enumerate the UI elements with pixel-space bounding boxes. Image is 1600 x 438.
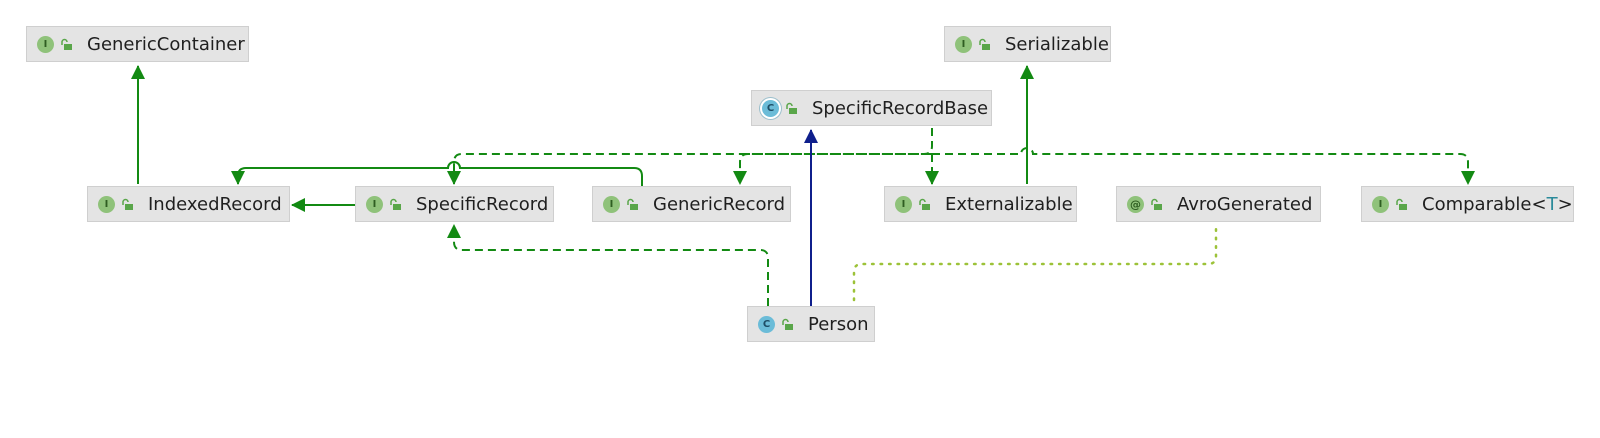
node-comparable[interactable]: I Comparable<T> — [1361, 186, 1574, 222]
node-serializable[interactable]: I Serializable — [944, 26, 1111, 62]
interface-icon: I — [895, 195, 912, 213]
public-lock-icon — [122, 198, 133, 210]
public-lock-icon — [782, 318, 793, 330]
node-label: Comparable<T> — [1422, 194, 1573, 215]
node-generic-container[interactable]: I GenericContainer — [26, 26, 249, 62]
public-lock-icon — [786, 102, 797, 114]
type-parameter: T — [1546, 193, 1558, 215]
node-label: Externalizable — [945, 193, 1073, 215]
class-name: Comparable — [1422, 193, 1532, 215]
edge-specificrecordbase-specificrecord — [447, 128, 933, 185]
node-label: SpecificRecordBase — [812, 97, 989, 119]
node-label: Person — [808, 313, 869, 335]
interface-icon: I — [603, 195, 620, 213]
node-label: GenericRecord — [653, 193, 785, 215]
public-lock-icon — [627, 198, 638, 210]
edge-genericrecord-indexedrecord — [231, 161, 643, 186]
node-generic-record[interactable]: I GenericRecord — [592, 186, 791, 222]
edge-specificrecordbase-comparable — [932, 147, 1475, 185]
node-specific-record-base[interactable]: C SpecificRecordBase — [751, 90, 992, 126]
class-icon: C — [758, 315, 775, 333]
node-label: IndexedRecord — [148, 193, 282, 215]
interface-icon: I — [366, 195, 383, 213]
interface-icon: I — [37, 35, 54, 53]
node-externalizable[interactable]: I Externalizable — [884, 186, 1077, 222]
node-specific-record[interactable]: I SpecificRecord — [355, 186, 554, 222]
public-lock-icon — [919, 198, 930, 210]
node-label: SpecificRecord — [416, 193, 549, 215]
public-lock-icon — [979, 38, 990, 50]
edge-person-avrogenerated — [852, 222, 1218, 302]
edge-person-specificrecord — [447, 224, 769, 306]
node-label: GenericContainer — [87, 33, 245, 55]
interface-icon: I — [1372, 195, 1389, 213]
interface-icon: I — [955, 35, 972, 53]
public-lock-icon — [1151, 198, 1162, 210]
node-label: Serializable — [1005, 33, 1109, 55]
abstract-class-icon: C — [762, 99, 779, 117]
public-lock-icon — [1396, 198, 1407, 210]
type-param-open: < — [1531, 193, 1547, 215]
node-indexed-record[interactable]: I IndexedRecord — [87, 186, 290, 222]
type-param-close: > — [1557, 193, 1573, 215]
node-person[interactable]: C Person — [747, 306, 875, 342]
node-label: AvroGenerated — [1177, 193, 1313, 215]
public-lock-icon — [61, 38, 72, 50]
annotation-icon: @ — [1127, 195, 1144, 213]
public-lock-icon — [390, 198, 401, 210]
interface-icon: I — [98, 195, 115, 213]
edge-specificrecordbase-genericrecord — [733, 153, 932, 185]
node-avro-generated[interactable]: @ AvroGenerated — [1116, 186, 1321, 222]
